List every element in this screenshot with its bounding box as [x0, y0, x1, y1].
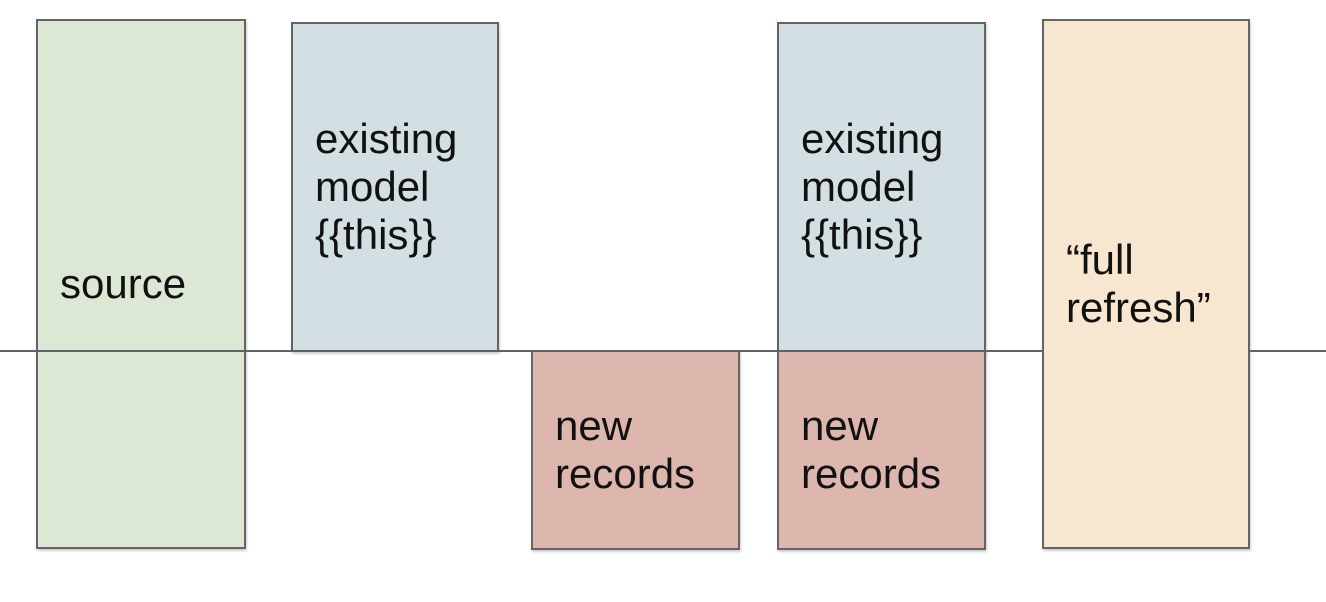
timeline-divider: [0, 350, 1326, 352]
existing-model-box-1: existing model {{this}}: [291, 22, 499, 352]
existing-model-label-2: existing model {{this}}: [801, 114, 944, 259]
source-label: source: [60, 259, 187, 307]
full-refresh-box: “full refresh”: [1042, 19, 1250, 549]
new-records-box-1: new records: [531, 350, 740, 550]
new-records-box-2: new records: [777, 350, 986, 550]
full-refresh-label: “full refresh”: [1066, 235, 1211, 331]
existing-model-box-2: existing model {{this}}: [777, 22, 986, 352]
source-box: source: [36, 19, 246, 549]
new-records-label-1: new records: [555, 401, 696, 497]
existing-model-label-1: existing model {{this}}: [315, 114, 458, 259]
new-records-label-2: new records: [801, 401, 942, 497]
